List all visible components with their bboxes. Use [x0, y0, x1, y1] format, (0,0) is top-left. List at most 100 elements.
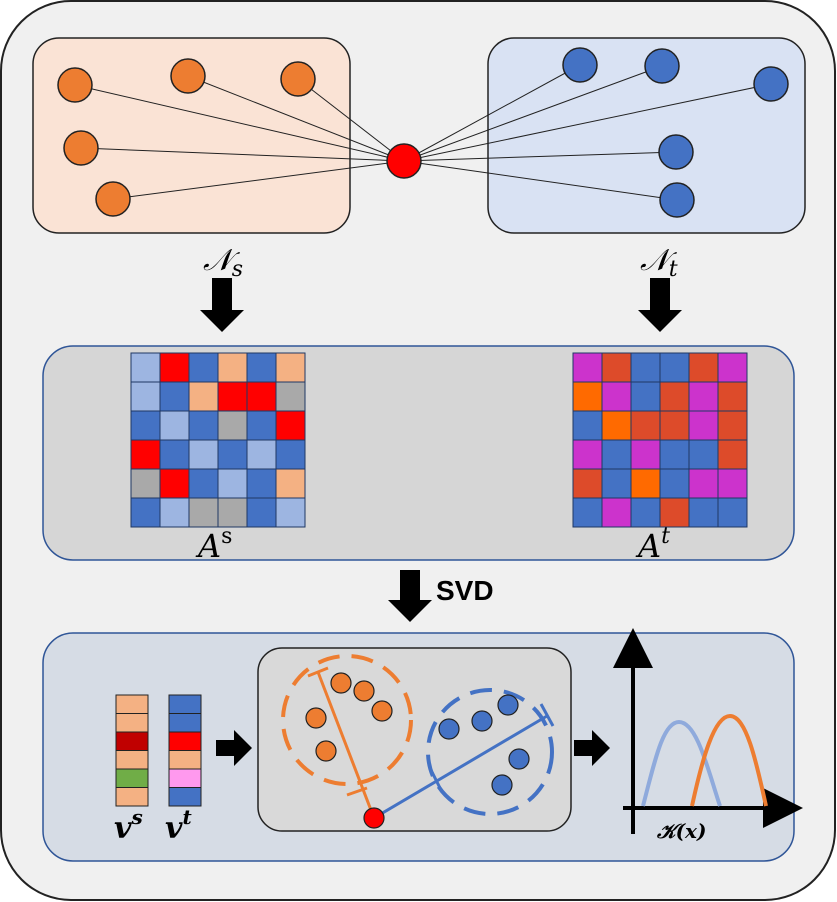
neighborhood-edges [74, 64, 772, 201]
target-cluster-ring [426, 688, 554, 816]
vector-cell [115, 731, 149, 751]
matrix-cell [717, 352, 748, 383]
matrix-cell [159, 497, 190, 528]
projection-origin-node [363, 807, 385, 829]
vector-cell [115, 750, 149, 770]
source-node [57, 67, 93, 103]
matrix-cell [572, 381, 603, 412]
source-axis [316, 671, 376, 819]
matrix-cell [601, 410, 632, 441]
matrix-cell [601, 352, 632, 383]
matrix-cell [275, 497, 306, 528]
target-node [753, 66, 789, 102]
target-axis-tick [430, 771, 444, 793]
vector-cell [115, 694, 149, 714]
matrix-cell [717, 381, 748, 412]
matrix-target [572, 352, 748, 528]
target-nodes [562, 47, 789, 218]
matrix-cell [159, 468, 190, 499]
matrix-cell [572, 497, 603, 528]
matrix-cell [659, 497, 690, 528]
matrix-cell [188, 497, 219, 528]
center-node [386, 143, 422, 179]
vs-label: vs [114, 805, 143, 846]
matrix-cell [217, 497, 248, 528]
matrix-cell [659, 468, 690, 499]
target-axis [373, 714, 548, 820]
matrix-cell [217, 352, 248, 383]
matrix-cell [688, 468, 719, 499]
source-cluster-ring [281, 654, 413, 786]
matrix-cell [601, 497, 632, 528]
matrix-cell [246, 497, 277, 528]
source-points [305, 672, 393, 762]
kernel-label: 𝒦(x) [656, 819, 706, 843]
matrix-cell [572, 352, 603, 383]
matrix-cell [601, 439, 632, 470]
vector-cell [168, 787, 202, 807]
vector-cell [168, 768, 202, 788]
matrix-cell [688, 381, 719, 412]
target-node [659, 182, 695, 218]
matrix-cell [659, 410, 690, 441]
vector-cell [115, 768, 149, 788]
matrix-cell [188, 381, 219, 412]
matrix-cell [130, 410, 161, 441]
target-node [562, 47, 598, 83]
matrix-cell [188, 439, 219, 470]
matrix-cell [630, 410, 661, 441]
matrix-cell [130, 352, 161, 383]
right-arrow-1 [216, 730, 252, 766]
matrix-cell [717, 439, 748, 470]
matrix-cell [275, 439, 306, 470]
source-nodes [57, 58, 316, 217]
matrix-cell [159, 381, 190, 412]
matrix-cell [159, 439, 190, 470]
kernel-curve-source [641, 719, 722, 807]
source-axis-cap-top [307, 666, 329, 678]
matrix-cell [275, 410, 306, 441]
matrix-cell [246, 439, 277, 470]
matrix-cell [717, 468, 748, 499]
matrix-cell [217, 439, 248, 470]
matrix-cell [246, 410, 277, 441]
matrix-cell [275, 352, 306, 383]
matrix-cell [717, 497, 748, 528]
matrix-source [130, 352, 306, 528]
matrix-cell [188, 352, 219, 383]
source-node [170, 58, 206, 94]
vector-cell [115, 787, 149, 807]
source-node [63, 130, 99, 166]
vector-cell [168, 713, 202, 733]
matrix-cell [130, 381, 161, 412]
kernel-curve-target [690, 713, 768, 807]
matrix-cell [688, 352, 719, 383]
down-arrow-target [638, 278, 682, 332]
matrix-cell [188, 468, 219, 499]
matrix-cell [630, 497, 661, 528]
matrix-cell [659, 439, 690, 470]
matrix-cell [688, 410, 719, 441]
source-axis-tick [346, 786, 368, 797]
matrix-cell [572, 468, 603, 499]
matrix-cell [130, 439, 161, 470]
vector-cell [168, 731, 202, 751]
matrix-cell [246, 352, 277, 383]
matrix-cell [572, 439, 603, 470]
target-axis-cap [539, 703, 555, 727]
vector-cell [168, 694, 202, 714]
matrix-cell [630, 352, 661, 383]
matrix-cell [217, 468, 248, 499]
svd-label: SVD [436, 575, 494, 606]
vector-cell [168, 750, 202, 770]
matrix-cell [217, 381, 248, 412]
matrix-cell [217, 410, 248, 441]
matrix-cell [630, 468, 661, 499]
vector-source [115, 694, 149, 807]
matrix-cell [717, 410, 748, 441]
matrix-cell [688, 439, 719, 470]
source-node [95, 181, 131, 217]
matrix-cell [630, 439, 661, 470]
matrix-cell [246, 468, 277, 499]
